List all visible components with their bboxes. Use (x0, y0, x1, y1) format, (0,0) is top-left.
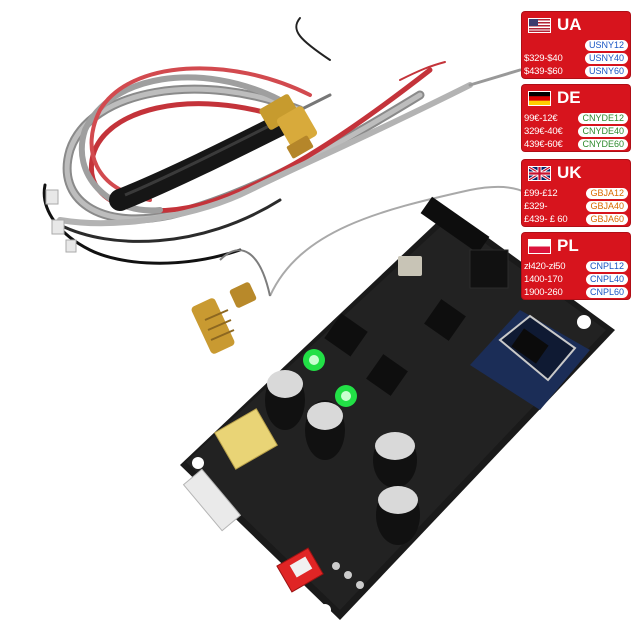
coupon-row: 329€-40€ CNYDE40 (524, 125, 628, 137)
coupon-panel-header: PL (528, 236, 579, 256)
region-code: PL (557, 236, 579, 255)
coupon-row: $329-$40 USNY40 (524, 52, 628, 64)
jst-connectors-left (45, 189, 77, 253)
region-code: UA (557, 15, 582, 34)
price-threshold: zł420-zł50 (524, 260, 566, 272)
coupon-code: CNPL60 (585, 286, 628, 298)
coupon-code: GBJA12 (586, 187, 628, 199)
coupon-row: zł420-zł50 CNPL12 (524, 260, 628, 272)
price-threshold: $329-$40 (524, 52, 563, 64)
coupon-row: $439-$60 USNY60 (524, 65, 628, 77)
coupon-row: £439- £ 60 GBJA60 (524, 213, 628, 225)
coupon-code: CNPL12 (585, 260, 628, 272)
white-header-connector (182, 468, 242, 532)
price-threshold: $439-$60 (524, 65, 563, 77)
coupon-panel-header: UA (528, 15, 582, 35)
price-threshold: £439- £ 60 (524, 213, 568, 225)
price-threshold: 329€-40€ (524, 125, 563, 137)
coupon-code: CNYDE12 (578, 112, 628, 124)
germany-flag-icon (528, 90, 551, 106)
coupon-code: CNYDE60 (578, 138, 628, 150)
coupon-row: 439€-60€ CNYDE60 (524, 138, 628, 150)
coupon-panel-de: DE 99€-12€ CNYDE12 329€-40€ CNYDE40 439€-60€ C… (522, 85, 630, 151)
coupon-row: 99€-12€ CNYDE12 (524, 112, 628, 124)
price-threshold: 1400-170 (524, 273, 563, 285)
poland-flag-icon (528, 238, 551, 254)
sma-female-connector (191, 282, 257, 354)
usa-flag-icon (528, 17, 551, 33)
coupon-panel-header: DE (528, 88, 581, 108)
region-code: UK (557, 163, 582, 182)
coupon-code: USNY60 (584, 65, 628, 77)
coupon-code: CNYDE40 (578, 125, 628, 137)
coupon-panel-header: UK (528, 163, 582, 183)
uk-flag-icon (528, 165, 551, 181)
region-code: DE (557, 88, 581, 107)
price-threshold: 439€-60€ (524, 138, 563, 150)
antenna-wire (269, 185, 541, 297)
sma-right-angle-connector (259, 94, 318, 159)
coupon-row: £329- GBJA40 (524, 200, 628, 212)
coupon-code: GBJA60 (586, 213, 628, 225)
price-threshold: £99-£12 (524, 187, 558, 199)
coupon-code: CNPL40 (585, 273, 628, 285)
price-threshold: 99€-12€ (524, 112, 558, 124)
coupon-code: USNY12 (584, 39, 628, 51)
heat-shrink-sleeve (109, 109, 301, 211)
bluetooth-module (470, 310, 590, 410)
electrolytic-capacitors (265, 370, 420, 545)
coupon-panel-uk: UK £99-£12 GBJA12 £329- GBJA40 £439- £ 60 GBJA… (522, 160, 630, 226)
relay (214, 408, 278, 470)
price-threshold: 1900-260 (524, 286, 563, 298)
pcb-board (180, 196, 615, 620)
coupon-row: 1900-260 CNPL60 (524, 286, 628, 298)
coupon-row: £99-£12 GBJA12 (524, 187, 628, 199)
antenna-cable-bundle (42, 17, 522, 265)
price-threshold: £329- (524, 200, 548, 212)
coupon-code: USNY40 (584, 52, 628, 64)
coupon-row: USNY12 (524, 39, 628, 51)
coupon-row: 1400-170 CNPL40 (524, 273, 628, 285)
coupon-code: GBJA40 (586, 200, 628, 212)
